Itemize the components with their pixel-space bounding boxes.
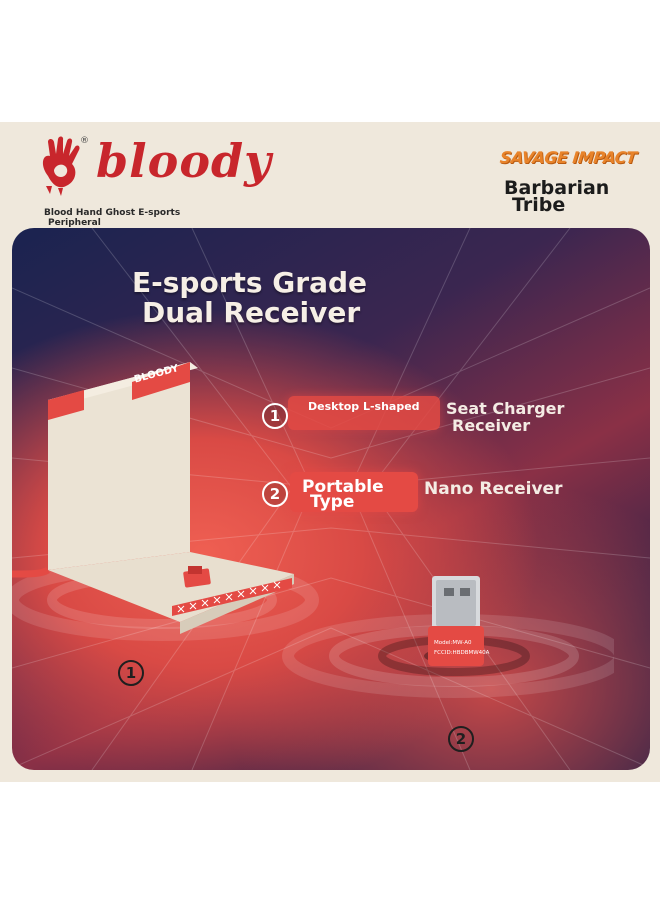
hand-logo-icon (42, 136, 80, 196)
feature-1-desc-line2: Receiver (452, 416, 531, 435)
nano-print-line1: Model:MW-A0 (434, 640, 472, 646)
tribe-title: Barbarian Tribe (504, 177, 610, 216)
dock-number-label-icon: 1 (118, 660, 144, 686)
registered-mark: ® (80, 136, 89, 146)
tribe-line2: Tribe (512, 194, 566, 216)
feature-2-highlight (290, 472, 418, 512)
brand-tagline: Blood Hand Ghost E-sports Peripheral (44, 208, 214, 228)
l-shaped-dock-receiver: BLOODY (12, 362, 319, 641)
feature-1-number-icon: 1 (262, 403, 288, 429)
nano-usb-receiver: Model:MW-A0 FCCID:HBDBMW40A (282, 576, 614, 698)
headline: E-sports Grade Dual Receiver (132, 268, 367, 328)
feature-2-description: Nano Receiver (424, 479, 563, 499)
tagline-line1: Blood Hand Ghost E-sports (44, 208, 181, 218)
feature-1-title: Desktop L-shaped (308, 400, 420, 413)
nano-number-label-icon: 2 (448, 726, 474, 752)
nano-print-line2: FCCID:HBDBMW40A (434, 650, 490, 656)
tagline-line2: Peripheral (48, 218, 101, 228)
tribe-line1: Barbarian (504, 177, 610, 199)
feature-2-title-line2: Type (310, 492, 355, 512)
feature-1-desc-line1: Seat Charger (446, 399, 565, 418)
product-panel: E-sports Grade Dual Receiver 1 Desktop L… (12, 228, 650, 770)
headline-line2: Dual Receiver (142, 296, 361, 329)
series-title: SAVAGE IMPACT (499, 148, 638, 167)
feature-1-description: Seat Charger Receiver (446, 400, 564, 434)
headline-line1: E-sports Grade (132, 266, 368, 299)
feature-2-title: Portable Type (302, 477, 384, 512)
feature-2-title-line1: Portable (302, 477, 384, 497)
brand-logo-text: bloody (96, 134, 272, 188)
feature-1-highlight (288, 396, 440, 430)
feature-2-number-icon: 2 (262, 481, 288, 507)
